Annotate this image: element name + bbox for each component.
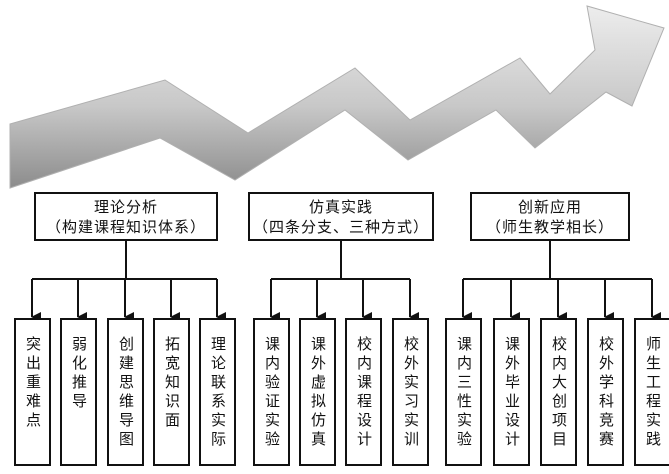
group-subtitle: （构建课程知识体系） xyxy=(45,218,206,236)
leaf-label: 校内大创项目 xyxy=(550,336,568,450)
group-title: 仿真实践 xyxy=(308,198,373,216)
leaf-box: 课外虚拟仿真 xyxy=(299,318,336,466)
leaf-label: 课内三性实验 xyxy=(455,336,473,450)
leaf-label: 校内课程设计 xyxy=(355,336,373,450)
group-title: 创新应用 xyxy=(517,198,582,216)
leaf-box: 弱化推导 xyxy=(60,318,97,466)
group-header-innovation: 创新应用 （师生教学相长） xyxy=(470,192,630,241)
leaf-box: 校内大创项目 xyxy=(540,318,577,466)
group-subtitle: （四条分支、三种方式） xyxy=(252,218,429,236)
leaf-box: 校外实习实训 xyxy=(392,318,429,466)
leaf-label: 师生工程实践 xyxy=(644,336,662,450)
group-header-simulation: 仿真实践 （四条分支、三种方式） xyxy=(248,192,434,241)
leaf-box: 课内三性实验 xyxy=(445,318,482,466)
leaf-label: 课内验证实验 xyxy=(263,336,281,450)
leaf-label: 课外毕业设计 xyxy=(503,336,521,450)
leaf-box: 校内课程设计 xyxy=(345,318,382,466)
leaf-box: 突出重难点 xyxy=(14,318,51,466)
leaf-box: 校外学科竞赛 xyxy=(587,318,624,466)
leaf-label: 突出重难点 xyxy=(24,336,42,431)
leaf-box: 理论联系实际 xyxy=(199,318,236,466)
zigzag-arrow-icon xyxy=(9,5,665,189)
group-title: 理论分析 xyxy=(93,198,158,216)
leaf-box: 师生工程实践 xyxy=(634,318,669,466)
connector-lines xyxy=(31,241,661,322)
leaf-label: 理论联系实际 xyxy=(209,336,227,450)
leaf-box: 课内验证实验 xyxy=(253,318,290,466)
leaf-label: 弱化推导 xyxy=(70,336,88,412)
group-header-theory: 理论分析 （构建课程知识体系） xyxy=(34,192,218,241)
leaf-label: 拓宽知识面 xyxy=(163,336,181,431)
leaf-box: 拓宽知识面 xyxy=(153,318,190,466)
leaf-label: 校外学科竞赛 xyxy=(597,336,615,450)
group-subtitle: （师生教学相长） xyxy=(485,218,614,236)
leaf-box: 课外毕业设计 xyxy=(493,318,530,466)
leaf-label: 课外虚拟仿真 xyxy=(309,336,327,450)
leaf-label: 校外实习实训 xyxy=(402,336,420,450)
leaf-box: 创建思维导图 xyxy=(107,318,144,466)
leaf-label: 创建思维导图 xyxy=(117,336,135,450)
